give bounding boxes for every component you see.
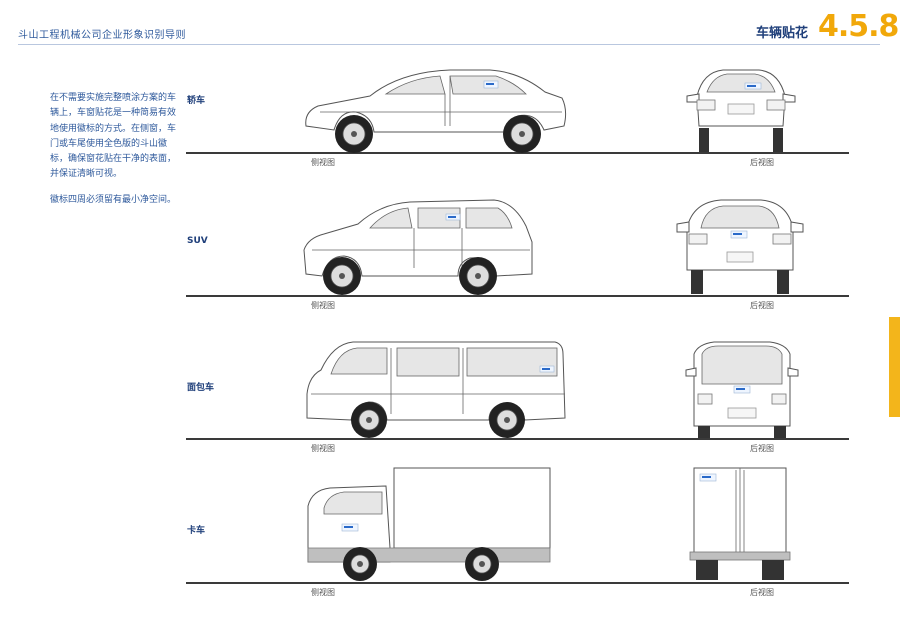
caption-truck-side: 侧视图 <box>311 588 335 597</box>
ground-line-sedan <box>186 152 849 154</box>
van-rear-illustration <box>685 341 799 438</box>
van-side-illustration <box>306 341 566 438</box>
caption-sedan-rear: 后视图 <box>750 158 774 167</box>
section-title: 车辆贴花 <box>756 26 809 41</box>
intro-paragraph-2: 徽标四周必须留有最小净空间。 <box>50 194 177 205</box>
header-divider <box>18 44 880 45</box>
caption-suv-rear: 后视图 <box>750 301 774 310</box>
intro-text: 在不需要实施完整喷涂方案的车辆上，车窗贴花是一种简易有效地使用徽标的方式。在侧窗… <box>50 91 178 218</box>
suv-rear-illustration <box>676 199 804 294</box>
ground-line-truck <box>186 582 849 584</box>
caption-suv-side: 侧视图 <box>311 301 335 310</box>
sedan-side-illustration <box>305 69 567 153</box>
row-label-sedan: 轿车 <box>187 96 206 106</box>
page-tab-marker <box>889 317 900 417</box>
sedan-rear-illustration <box>686 69 796 152</box>
row-label-van: 面包车 <box>187 383 215 393</box>
suv-side-illustration <box>303 199 533 295</box>
truck-rear-illustration <box>689 467 791 580</box>
truck-side-illustration <box>307 467 551 581</box>
document-title: 斗山工程机械公司企业形象识别导则 <box>18 30 186 41</box>
caption-van-side: 侧视图 <box>311 444 335 453</box>
section-number: 4.5.8 <box>818 9 899 44</box>
row-label-truck: 卡车 <box>187 526 206 536</box>
caption-truck-rear: 后视图 <box>750 588 774 597</box>
ground-line-suv <box>186 295 849 297</box>
ground-line-van <box>186 438 849 440</box>
row-label-suv: SUV <box>187 236 208 246</box>
caption-van-rear: 后视图 <box>750 444 774 453</box>
caption-sedan-side: 侧视图 <box>311 158 335 167</box>
intro-paragraph-1: 在不需要实施完整喷涂方案的车辆上，车窗贴花是一种简易有效地使用徽标的方式。在侧窗… <box>50 93 177 180</box>
